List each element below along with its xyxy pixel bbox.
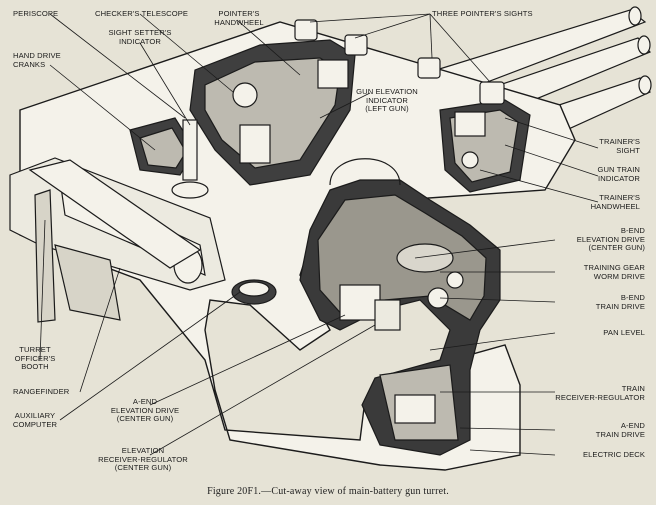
label-gun-elevation-indicator: GUN ELEVATION INDICATOR (LEFT GUN) bbox=[356, 87, 418, 114]
gun-barrels bbox=[418, 6, 652, 143]
pointers-sights bbox=[294, 19, 505, 105]
label-a-end-train-drive: A-END TRAIN DRIVE bbox=[595, 421, 645, 439]
label-sight-setters-indicator: SIGHT SETTER'S INDICATOR bbox=[108, 28, 172, 46]
label-pointers-handwheel: POINTER'S HANDWHEEL bbox=[214, 9, 264, 27]
label-training-gear-worm-drive: TRAINING GEAR WORM DRIVE bbox=[583, 263, 645, 281]
label-elevation-receiver-regulator: ELEVATION RECEIVER-REGULATOR (CENTER GUN… bbox=[98, 446, 188, 473]
label-b-end-train-drive: B-END TRAIN DRIVE bbox=[595, 293, 645, 311]
label-train-receiver-regulator: TRAIN RECEIVER-REGULATOR bbox=[555, 384, 645, 402]
label-rangefinder: RANGEFINDER bbox=[13, 387, 70, 396]
trainer-compartment bbox=[439, 99, 531, 193]
label-trainers-sight: TRAINER'S SIGHT bbox=[599, 137, 640, 155]
hand-drive-area bbox=[129, 117, 209, 199]
label-a-end-elevation-drive: A-END ELEVATION DRIVE (CENTER GUN) bbox=[110, 397, 180, 424]
label-b-end-elevation-drive: B-END ELEVATION DRIVE (CENTER GUN) bbox=[576, 226, 645, 253]
label-auxiliary-computer: AUXILIARY COMPUTER bbox=[12, 411, 58, 429]
label-three-pointers-sights: THREE POINTER'S SIGHTS bbox=[432, 9, 533, 18]
label-trainers-handwheel: TRAINER'S HANDWHEEL bbox=[590, 193, 640, 211]
label-electric-deck: ELECTRIC DECK bbox=[582, 450, 645, 459]
auxiliary-computer-shape bbox=[231, 279, 277, 305]
label-periscope: PERISCOPE bbox=[13, 9, 59, 18]
label-checkers-telescope: CHECKER'S TELESCOPE bbox=[95, 9, 189, 18]
center-machinery-cutaway bbox=[299, 158, 501, 456]
rangefinder-tube bbox=[28, 159, 202, 269]
label-gun-train-indicator: GUN TRAIN INDICATOR bbox=[597, 165, 640, 183]
leader-lines bbox=[39, 13, 599, 456]
label-hand-drive-cranks: HAND DRIVE CRANKS bbox=[13, 51, 61, 69]
label-turret-officers-booth: TURRET OFFICER'S BOOTH bbox=[14, 345, 56, 372]
figure-caption: Figure 20F1.—Cut-away view of main-batte… bbox=[207, 486, 449, 497]
pointer-compartment bbox=[189, 39, 356, 186]
label-pan-level: PAN LEVEL bbox=[603, 328, 645, 337]
